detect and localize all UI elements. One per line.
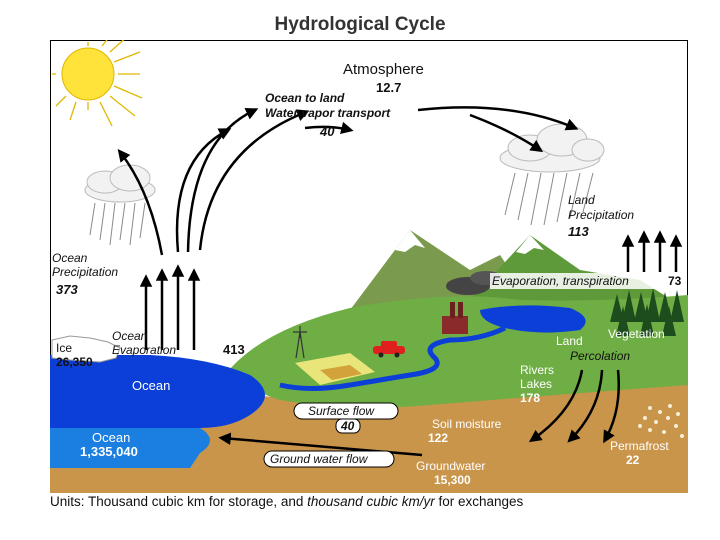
ocean-evap-line2: Evaporation [112,343,176,357]
vapor-arrows [117,106,579,256]
deep-ocean [50,428,210,468]
sun-icon [52,40,143,127]
ocean-precip-line2: Precipitation [52,265,118,279]
diagram-title: Hydrological Cycle [274,14,446,35]
ocean-deep-label: Ocean [92,430,130,445]
land-precip-line1: Land [568,193,595,207]
transport-line1: Ocean to land [265,91,345,105]
vegetation-label: Vegetation [608,327,665,341]
ocean-precip-value: 373 [56,282,78,297]
transport-value: 40 [319,124,335,139]
ocean-surface-label: Ocean [132,378,170,393]
surface-flow-label: Surface flow [308,404,375,418]
groundwater-value: 15,300 [434,473,471,487]
surface-flow-value: 40 [340,419,355,433]
evapotrans-label-bg [490,273,686,289]
groundwater-label: Groundwater [416,459,485,473]
land-label: Land [556,334,583,348]
transport-line2: Water vapor transport [265,106,391,120]
permafrost-value: 22 [626,453,640,467]
land-precip-value: 113 [568,224,589,239]
surface-flow-value-box [335,418,361,434]
ice-value: 26,350 [56,355,93,369]
ocean-evap-value: 413 [223,342,245,357]
percolation-arrows [528,369,620,444]
ground-water-flow-box [263,450,395,468]
permafrost-label: Permafrost [610,439,669,453]
ocean-evaporation-arrows [139,264,201,350]
farm-plot [320,365,362,380]
rivers-line1: Rivers [520,363,554,377]
ocean-surface [50,355,265,428]
soil-value: 122 [428,431,448,445]
ocean-precip-line1: Ocean [52,251,88,265]
atmosphere-label: Atmosphere [343,61,424,78]
mountain-snowcap-left [395,230,425,252]
windmill-icon [293,326,307,359]
evapotrans-label: Evaporation, transpiration [492,274,629,288]
ice-label: Ice [56,341,72,355]
lake [480,305,586,333]
units-italic: thousand cubic km/yr [307,494,435,509]
land-precip-line2: Precipitation [568,208,634,222]
ocean-deep-value: 1,335,040 [80,444,138,459]
soil-label: Soil moisture [432,417,502,431]
hydrological-cycle-diagram: Atmosphere 12.7 Ocean to land Water vapo… [50,40,688,493]
rivers-line2: Lakes [520,377,552,391]
car-icon [373,341,405,358]
evapotranspiration-arrows [621,230,683,272]
ice-sheet [51,335,121,363]
percolation-label: Percolation [570,349,630,363]
units-caption: Units: Thousand cubic km for storage, an… [50,494,710,509]
ocean-evap-line1: Ocean [112,329,148,343]
river [279,325,507,391]
units-post: for exchanges [434,494,524,509]
mountain-snowcap-right [516,235,544,254]
rivers-value: 178 [520,391,540,405]
ocean-cloud-icon [84,164,156,246]
forest-icon [610,288,684,336]
evapotrans-value: 73 [668,274,682,288]
permafrost-texture [638,404,684,438]
atmosphere-value: 12.7 [376,80,401,95]
ground-water-flow-label: Ground water flow [270,452,369,466]
units-pre: Units: Thousand cubic km for storage, an… [50,494,308,509]
